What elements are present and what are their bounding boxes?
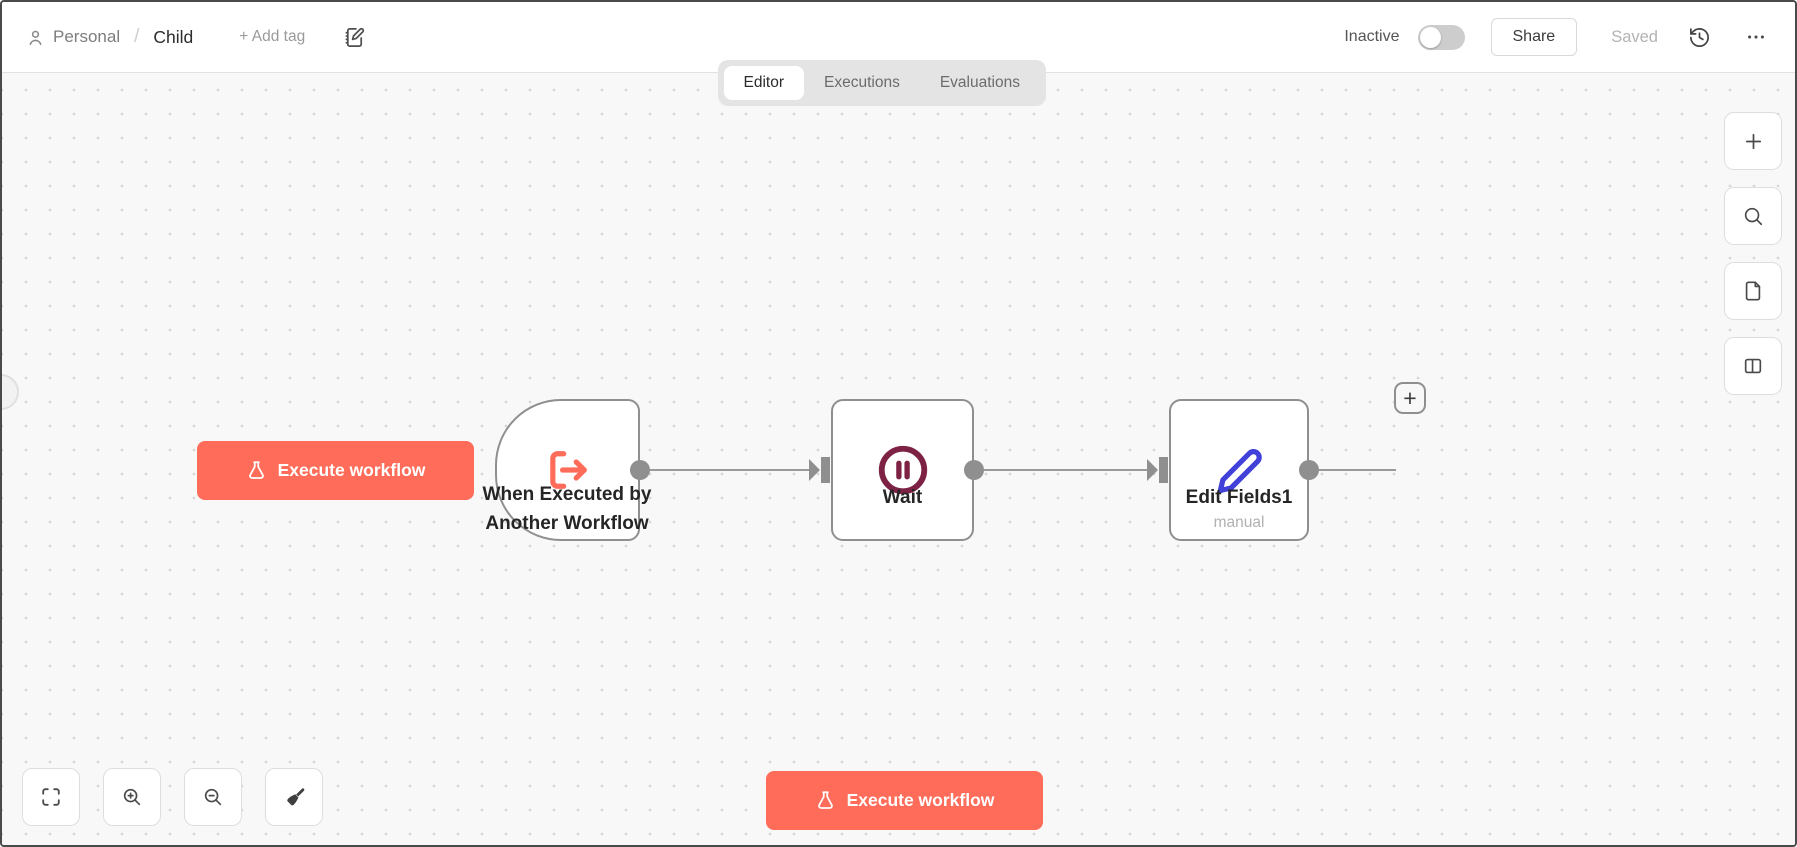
add-sticky-note-button[interactable]	[1724, 262, 1782, 320]
execute-workflow-button-canvas[interactable]: Execute workflow	[197, 441, 474, 500]
flask-icon	[815, 790, 836, 811]
breadcrumb-separator: /	[134, 26, 140, 47]
tab-executions[interactable]: Executions	[804, 66, 920, 100]
input-connector-edit-fields	[1147, 454, 1170, 486]
tab-editor[interactable]: Editor	[723, 66, 804, 100]
workflow-name[interactable]: Child	[153, 26, 194, 47]
node-label-wait: Wait	[882, 487, 923, 508]
add-connected-node-button[interactable]: +	[1394, 382, 1426, 414]
view-tabs: Editor Executions Evaluations	[717, 60, 1046, 106]
search-icon	[1742, 205, 1764, 227]
tab-evaluations[interactable]: Evaluations	[920, 66, 1040, 100]
edit-description-button[interactable]	[343, 26, 366, 49]
project-breadcrumb-item[interactable]: Personal	[26, 27, 120, 47]
breadcrumb: Personal / Child + Add tag	[26, 26, 366, 49]
history-icon	[1688, 26, 1711, 49]
zoom-out-button[interactable]	[184, 768, 242, 826]
add-node-button[interactable]	[1724, 112, 1782, 170]
output-port-trigger[interactable]	[630, 460, 650, 480]
zoom-toolbar	[22, 768, 323, 826]
save-status: Saved	[1611, 27, 1658, 46]
tidy-up-button[interactable]	[265, 768, 323, 826]
execute-workflow-button-bottom[interactable]: Execute workflow	[766, 771, 1043, 830]
node-when-executed-by-another-workflow[interactable]	[495, 399, 640, 541]
node-subtitle-edit-fields: manual	[1213, 514, 1265, 531]
workflow-history-button[interactable]	[1684, 22, 1715, 53]
fit-view-button[interactable]	[22, 768, 80, 826]
corner-brackets-icon	[40, 786, 62, 808]
toggle-knob	[1419, 26, 1441, 48]
activate-toggle[interactable]	[1417, 24, 1465, 50]
split-panel-icon	[1742, 355, 1764, 377]
broom-icon	[283, 786, 306, 809]
connection-wait-edit[interactable]	[984, 468, 1148, 471]
magnifier-minus-icon	[202, 786, 224, 808]
connection-trigger-wait[interactable]	[650, 468, 810, 471]
ellipsis-icon	[1745, 26, 1767, 48]
pencil-icon	[1213, 444, 1265, 496]
node-edit-fields[interactable]	[1169, 399, 1309, 541]
add-tag-button[interactable]: + Add tag	[239, 28, 306, 45]
flask-icon	[246, 460, 267, 481]
node-wait[interactable]	[831, 399, 974, 541]
notebook-pen-icon	[343, 26, 366, 49]
header-actions: Inactive Share Saved	[1344, 18, 1771, 56]
more-options-button[interactable]	[1741, 22, 1771, 52]
output-port-wait[interactable]	[964, 460, 984, 480]
plus-icon	[1742, 130, 1765, 153]
file-icon	[1742, 280, 1764, 302]
zoom-in-button[interactable]	[103, 768, 161, 826]
input-connector-wait	[809, 454, 832, 486]
output-port-edit-fields[interactable]	[1299, 460, 1319, 480]
magnifier-plus-icon	[121, 786, 143, 808]
user-icon	[26, 28, 45, 47]
search-nodes-button[interactable]	[1724, 187, 1782, 245]
execute-workflow-label: Execute workflow	[846, 790, 995, 810]
right-toolbar	[1724, 112, 1782, 395]
log-out-arrow-icon	[542, 444, 594, 496]
node-label-trigger: When Executed by Another Workflow	[482, 484, 652, 534]
share-button[interactable]: Share	[1490, 18, 1578, 56]
execute-workflow-label: Execute workflow	[277, 460, 426, 480]
project-name[interactable]: Personal	[53, 27, 121, 46]
node-label-edit-fields: Edit Fields1	[1185, 487, 1293, 508]
pause-circle-icon	[874, 441, 932, 499]
toggle-panel-button[interactable]	[1724, 337, 1782, 395]
connection-edit-plus[interactable]	[1319, 468, 1396, 471]
workflow-status-label: Inactive	[1344, 28, 1400, 45]
